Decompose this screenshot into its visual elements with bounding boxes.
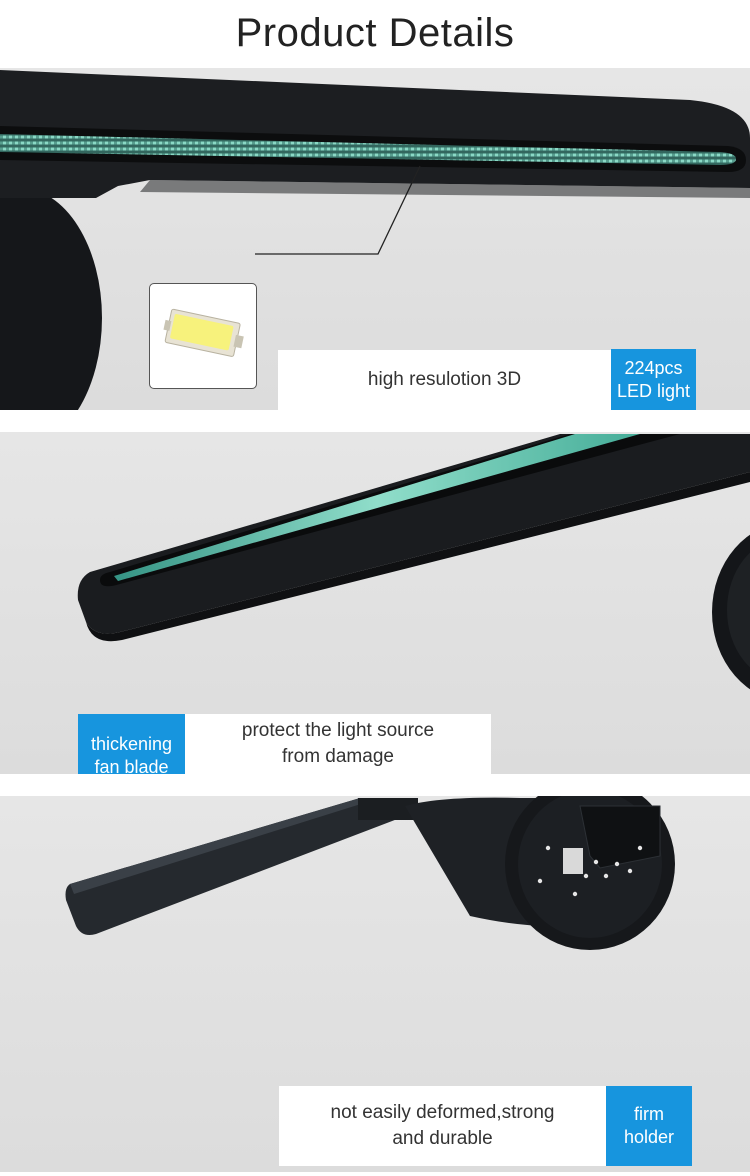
caption-protect-line2: from damage <box>282 746 394 767</box>
blade-shadow <box>140 180 750 198</box>
holder-blade-highlight <box>70 798 380 894</box>
caption-led-resolution: high resulotion 3D <box>278 350 611 410</box>
panel-holder: not easily deformed,strong and durable f… <box>0 796 750 1172</box>
led-chip-inset <box>149 283 257 389</box>
badge-holder-line1: firm <box>633 1104 664 1124</box>
badge-holder-line2: holder <box>623 1127 675 1147</box>
fan-blade-photo <box>77 434 750 690</box>
hub-disc <box>0 188 102 410</box>
holder-bracket <box>579 805 661 869</box>
holder-photo <box>65 796 675 950</box>
blade-groove-2 <box>100 434 680 587</box>
badge-thickening: thickening fan blade <box>78 714 185 774</box>
led-line-2 <box>114 434 640 581</box>
blade-edge-2 <box>86 472 750 642</box>
caption-durable: not easily deformed,strong and durable <box>279 1086 606 1166</box>
badge-thickening-line2: fan blade <box>94 757 169 774</box>
page-title: Product Details <box>235 10 515 55</box>
badge-led-count: 224pcs LED light <box>611 349 696 410</box>
caption-protect-line1: protect the light source <box>241 720 435 741</box>
led-chip-icon <box>163 308 244 357</box>
holder-blade <box>65 798 400 935</box>
caption-protect: protect the light source from damage <box>185 714 491 774</box>
badge-thickening-line1: thickening <box>90 734 173 754</box>
panel-fan-blade: thickening fan blade protect the light s… <box>0 432 750 774</box>
panel-led-strip: high resulotion 3D 224pcs LED light <box>0 68 750 410</box>
led-strip-photo <box>0 70 750 410</box>
holder-connector <box>358 798 418 820</box>
holder-clip <box>563 848 583 874</box>
caption-durable-line1: not easily deformed,strong <box>330 1102 555 1123</box>
badge-led-count-line2: LED light <box>616 380 691 401</box>
caption-durable-line2: and durable <box>392 1128 493 1149</box>
callout-line <box>255 165 421 255</box>
badge-led-count-line1: 224pcs <box>624 357 683 378</box>
blade-body-2 <box>77 434 750 634</box>
led-band <box>0 134 736 165</box>
badge-holder: firm holder <box>606 1086 692 1166</box>
caption-led-resolution-text: high resulotion 3D <box>367 369 522 390</box>
